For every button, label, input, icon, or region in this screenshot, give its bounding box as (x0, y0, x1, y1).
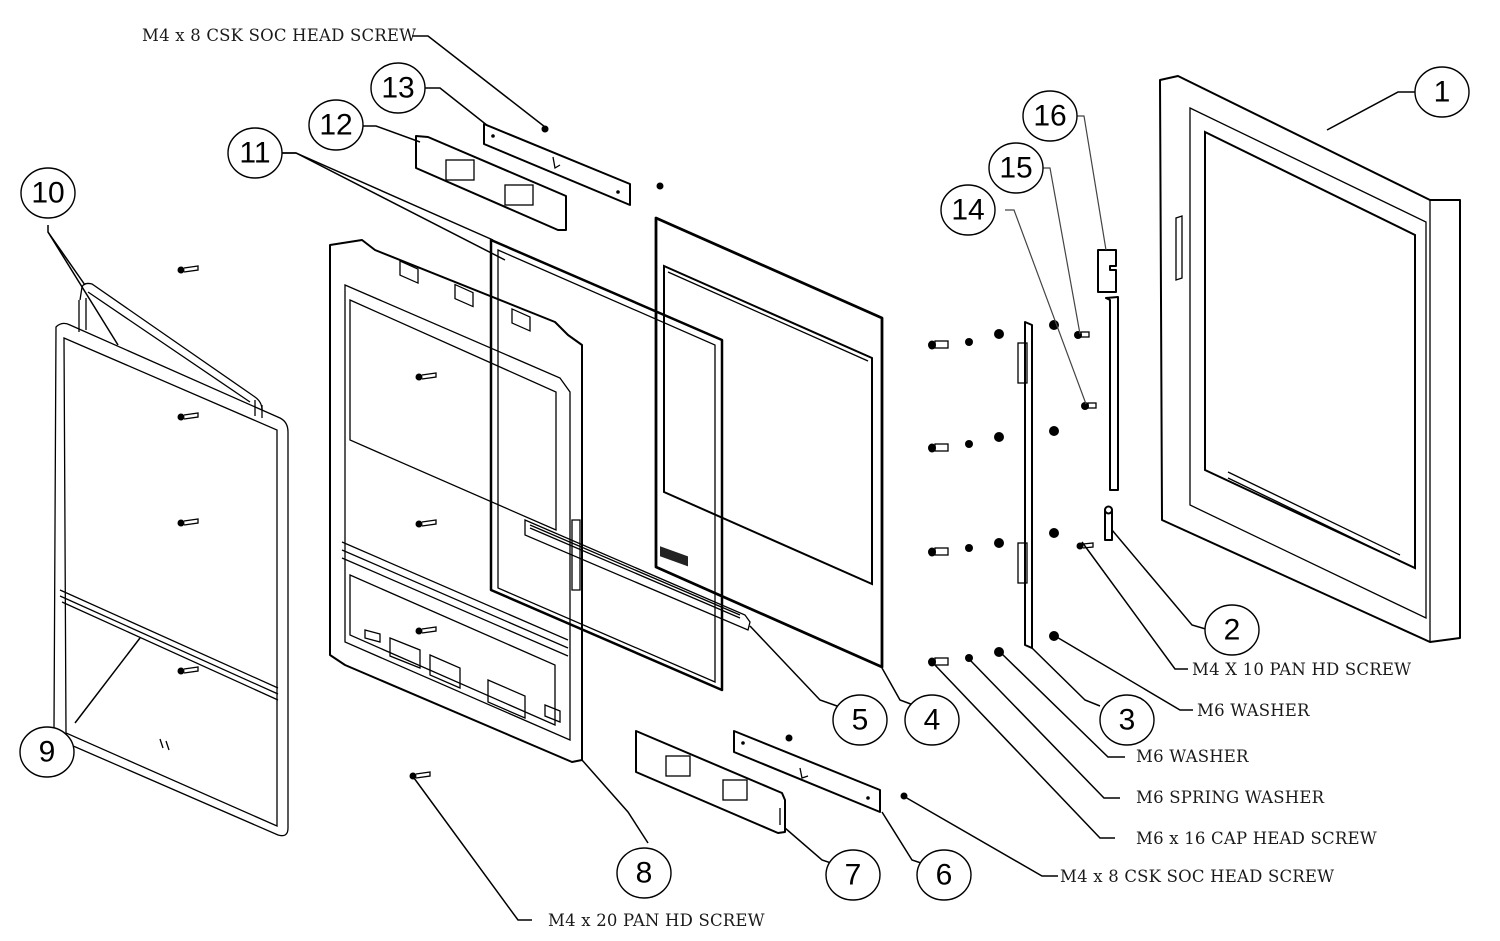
balloon-3[interactable]: 3 (1099, 694, 1155, 746)
part-10-wire-frame (53, 282, 289, 837)
balloon-2[interactable]: 2 (1204, 604, 1260, 656)
part-1-outer-frame (1159, 75, 1461, 643)
svg-text:6: 6 (936, 859, 953, 892)
cap-screw-icon (928, 657, 949, 667)
svg-text:16: 16 (1033, 100, 1066, 133)
balloon-16[interactable]: 16 (1022, 90, 1078, 142)
part-2-pin (1104, 505, 1113, 541)
part-11-gasket (489, 238, 724, 692)
screw-icon (177, 412, 199, 421)
svg-text:2: 2 (1224, 614, 1241, 647)
svg-text:12: 12 (319, 109, 352, 142)
svg-text:9: 9 (39, 736, 56, 769)
balloon-14[interactable]: 14 (940, 184, 996, 236)
balloon-12[interactable]: 12 (308, 99, 364, 151)
svg-text:11: 11 (239, 137, 270, 170)
balloon-13[interactable]: 13 (370, 62, 426, 114)
balloon-11[interactable]: 11 (227, 127, 283, 179)
balloon-6[interactable]: 6 (916, 849, 972, 901)
screw-icon (177, 518, 199, 527)
balloon-7[interactable]: 7 (825, 849, 881, 901)
part-8-inner-frame (329, 239, 583, 763)
svg-text:15: 15 (999, 152, 1032, 185)
label-m6-spring-washer: M6 SPRING WASHER (1136, 788, 1325, 807)
part-13-top-strip (483, 123, 631, 206)
svg-text:13: 13 (381, 72, 414, 105)
label-m6x16-cap-screw: M6 x 16 CAP HEAD SCREW (1136, 829, 1377, 848)
screws-frame (409, 372, 437, 780)
screws-left-column (177, 265, 199, 675)
callout-balloons: 1 2 3 4 5 6 7 8 9 10 11 12 13 14 15 16 (19, 62, 1470, 901)
balloon-9[interactable]: 9 (19, 726, 75, 778)
screw-icon (409, 771, 431, 780)
balloon-1[interactable]: 1 (1414, 66, 1470, 118)
svg-text:3: 3 (1119, 704, 1136, 737)
leader-lines (47, 35, 1416, 921)
part-15-knob (1074, 331, 1090, 339)
part-3-hinge-bar (1017, 321, 1033, 649)
svg-text:1: 1 (1434, 76, 1451, 109)
part-6-bottom-strip (733, 730, 881, 813)
screw-icon (1076, 542, 1094, 550)
part-16-latch-plate (1097, 249, 1119, 491)
cap-screw-icon (928, 340, 949, 350)
balloon-5[interactable]: 5 (832, 694, 888, 746)
balloon-10[interactable]: 10 (20, 167, 76, 219)
balloon-15[interactable]: 15 (988, 142, 1044, 194)
cap-screw-icon (928, 547, 949, 557)
label-bottom-csk-screw: M4 x 8 CSK SOC HEAD SCREW (1060, 867, 1334, 886)
svg-text:8: 8 (636, 857, 653, 890)
fastener-stack (928, 320, 1059, 667)
part-7-bottom-bracket (635, 730, 786, 834)
label-m6-washer-b: M6 WASHER (1136, 747, 1249, 766)
logo-mark (660, 546, 688, 567)
part-12-top-bracket (415, 135, 567, 231)
label-m4x10-pan-screw: M4 X 10 PAN HD SCREW (1192, 660, 1411, 679)
svg-text:5: 5 (852, 704, 869, 737)
label-m6-washer-a: M6 WASHER (1197, 701, 1310, 720)
balloon-4[interactable]: 4 (904, 694, 960, 746)
svg-text:14: 14 (951, 194, 984, 227)
balloon-8[interactable]: 8 (616, 847, 672, 899)
label-top-csk-screw: M4 x 8 CSK SOC HEAD SCREW (142, 26, 416, 45)
svg-text:10: 10 (31, 177, 64, 210)
screw-icon (415, 372, 437, 381)
screw-icon (177, 265, 199, 274)
screw-icon (541, 125, 664, 190)
screw-icon (177, 666, 199, 675)
screw-icon (415, 626, 437, 635)
part-4-glass-panel (654, 216, 884, 669)
label-m4x20-pan-screw: M4 x 20 PAN HD SCREW (548, 911, 765, 930)
svg-text:7: 7 (845, 859, 862, 892)
svg-text:4: 4 (924, 704, 941, 737)
part-5-rail (524, 519, 751, 631)
part-14-knob (1081, 402, 1097, 410)
cap-screw-icon (928, 443, 949, 453)
screw-icon (415, 519, 437, 528)
fastener-labels: M4 x 8 CSK SOC HEAD SCREW M4 X 10 PAN HD… (142, 26, 1411, 930)
